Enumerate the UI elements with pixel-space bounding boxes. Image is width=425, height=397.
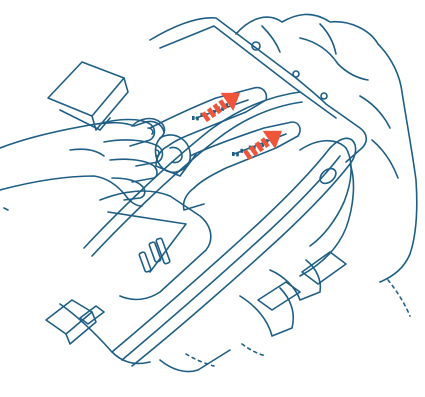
zipper-tooth <box>200 112 203 117</box>
handle-body <box>299 139 352 247</box>
bottom-block-left-face <box>65 311 97 345</box>
side-block-top <box>47 61 125 117</box>
arrow-up-right-icon <box>201 92 241 123</box>
strap-upper-outline <box>149 86 268 147</box>
cushion-texture-3 <box>241 343 267 357</box>
arrow-up-right-icon <box>243 130 283 161</box>
finger-4 <box>111 177 146 201</box>
zipper-tooth <box>213 110 216 114</box>
rail-main-long-3 <box>131 163 351 367</box>
fingernail-1 <box>147 127 154 135</box>
rail-right-side <box>299 163 355 277</box>
rail-left-outer <box>83 91 301 249</box>
rail-right-end <box>329 137 357 165</box>
tray-body <box>99 190 212 301</box>
zipper-tooth <box>236 152 239 157</box>
rail-main-long <box>111 147 331 353</box>
frame-top-inner <box>159 25 337 119</box>
frame-screw-1 <box>251 41 261 51</box>
vent-3 <box>138 251 152 273</box>
zipper-tooth <box>240 148 243 153</box>
rail-left-inner <box>91 101 303 257</box>
hand-crease <box>69 148 105 157</box>
zipper-tooth <box>232 152 235 156</box>
buckle-body <box>154 134 192 174</box>
handle-knob <box>319 167 337 185</box>
finger-2 <box>103 139 164 167</box>
backpack-cushion-fold-4 <box>359 95 391 129</box>
cushion-texture-1 <box>387 279 411 317</box>
bottom-block-right-2 <box>257 281 301 311</box>
finger-3 <box>109 158 158 183</box>
buckle-hole <box>169 146 183 164</box>
backpack-cushion-fold-1 <box>299 37 369 81</box>
zipper-tooth <box>225 103 229 108</box>
strap-loop-bottom <box>159 349 231 373</box>
bottom-block-right <box>301 251 347 285</box>
strap-lower-outline <box>189 121 301 189</box>
hand-outline <box>0 120 165 149</box>
buckle-lower <box>79 305 105 325</box>
frame-screw-2 <box>292 70 300 78</box>
strap-lower-right-2 <box>269 259 322 301</box>
backpack-cushion-fold-3 <box>261 25 281 53</box>
zipper-tooth <box>192 116 195 120</box>
cushion-texture-2 <box>185 353 215 367</box>
thumb <box>131 117 166 139</box>
strap-lower-right <box>239 287 295 337</box>
vent-1 <box>148 241 162 263</box>
vent-2 <box>155 237 171 265</box>
tray-inner <box>107 211 187 273</box>
bottom-block-left <box>45 299 93 335</box>
zipper-tooth <box>221 106 224 111</box>
finger-1 <box>97 118 156 147</box>
frame-screw-3 <box>320 92 328 100</box>
strap-tail-2 <box>182 187 205 211</box>
hand-palm <box>0 175 143 207</box>
frame-top-panel <box>149 17 368 163</box>
backpack-cushion-outline <box>235 13 418 283</box>
backpack-cushion-fold-2 <box>319 23 337 55</box>
zipper-tooth <box>196 116 199 121</box>
backpack-cushion-fold-5 <box>371 139 399 179</box>
fingernail-2 <box>155 149 160 157</box>
zipper-tooth <box>261 142 264 147</box>
rail-bottom-outer <box>59 303 151 365</box>
side-block-top-face <box>91 77 129 131</box>
edge-mark <box>3 207 9 211</box>
zipper-tooth <box>265 139 269 144</box>
